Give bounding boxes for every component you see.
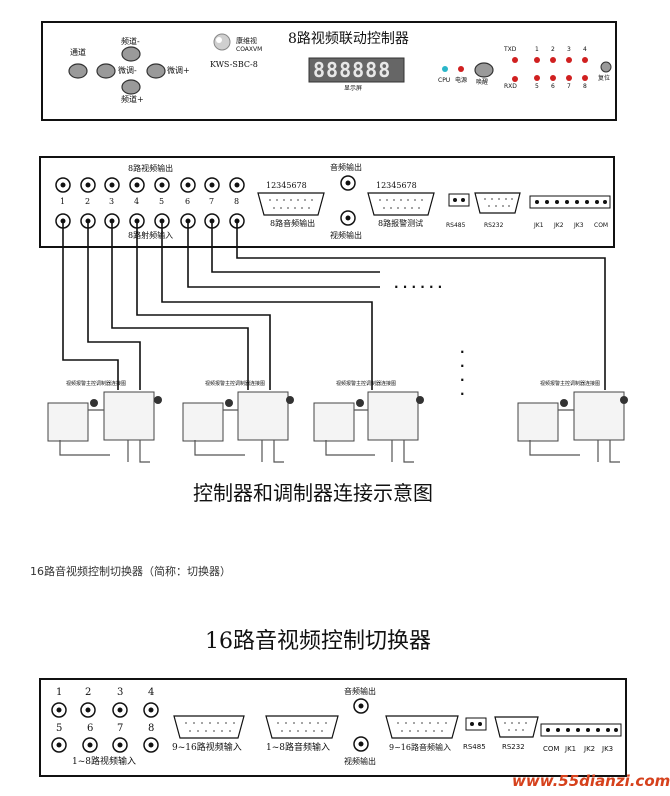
sw-jk-3: JK3 <box>602 745 614 753</box>
display-label: 显示屏 <box>344 85 363 92</box>
bnc-num-2: 2 <box>85 197 91 206</box>
led-num-7: 7 <box>567 83 571 90</box>
power-label: 电源 <box>455 77 468 84</box>
sw-num-3: 3 <box>117 687 124 698</box>
horizontal-ellipsis: · · · · · · <box>394 280 443 294</box>
switcher-drawing <box>39 678 627 777</box>
brand-cn: 康维视 <box>236 37 257 45</box>
watermark: www.55dianzi.com <box>512 772 670 790</box>
back-panel-8: 8路视频输出 8路射频输入 1 2 3 4 5 6 7 8 音频输出 视频输出 … <box>39 156 628 463</box>
section-text: 16路音视频控制切换器（简称：切换器） <box>30 565 231 578</box>
vertical-ellipsis: ···· <box>460 345 465 401</box>
db25-a-numbers: 12345678 <box>266 181 307 190</box>
sw-jk-com: COM <box>543 745 560 753</box>
sw-num-7: 7 <box>117 723 124 734</box>
sw-jk-2: JK2 <box>584 745 596 753</box>
front-panel-drawing <box>41 21 617 121</box>
channel-label: 通道 <box>70 48 86 57</box>
db25-b-label: 8路报警测试 <box>378 219 424 228</box>
switcher-title: 16路音视频控制切换器 <box>205 629 431 654</box>
jk-label-3: JK3 <box>574 222 584 229</box>
db25-a-label: 8路音频输出 <box>270 219 316 228</box>
video-out-single-label: 视频输出 <box>330 231 362 240</box>
modulator-units <box>47 391 628 463</box>
diagram-caption: 控制器和调制器连接示意图 <box>193 481 433 505</box>
bnc-num-7: 7 <box>209 197 215 206</box>
led-num-3: 3 <box>567 46 571 53</box>
led-num-6: 6 <box>551 83 555 90</box>
bnc-num-4: 4 <box>134 197 140 206</box>
cpu-label: CPU <box>438 77 451 84</box>
sw-db-b-label: 1~8路音频输入 <box>266 743 330 753</box>
sw-num-6: 6 <box>87 723 94 734</box>
segment-display: 888888 <box>313 58 392 82</box>
video-out-8-label: 8路视频输出 <box>128 164 174 173</box>
txd-label: TXD <box>504 46 517 53</box>
led-num-4: 4 <box>583 46 587 53</box>
fine-minus-label: 微调- <box>118 66 137 75</box>
rxd-label: RXD <box>504 83 517 90</box>
sw-num-1: 1 <box>56 687 63 698</box>
sw-db-c-label: 9~16路音频输入 <box>389 743 451 752</box>
led-num-2: 2 <box>551 46 555 53</box>
modulator-title-4: 视频报警主控调制器连接图 <box>540 381 601 387</box>
fine-plus-label: 微调+ <box>167 66 190 75</box>
sw-rs232-label: RS232 <box>502 743 525 751</box>
wake-label: 唤醒 <box>476 79 489 86</box>
up-label: 频道- <box>121 37 140 46</box>
front-panel: 通道 频道- 微调- 微调+ 频道+ 康维视 COAXVM KWS-SBC-8 … <box>0 0 649 130</box>
led-num-8: 8 <box>583 83 587 90</box>
sw-num-8: 8 <box>148 723 155 734</box>
sw-video-in-label: 1~8路视频输入 <box>72 757 136 767</box>
sw-rs485-label: RS485 <box>463 743 486 751</box>
sw-audio-out-label: 音频输出 <box>344 687 376 696</box>
down-label: 频道+ <box>121 95 144 104</box>
modulator-title-3: 视频报警主控调制器连接图 <box>336 381 397 387</box>
led-num-5: 5 <box>535 83 539 90</box>
bnc-num-5: 5 <box>159 197 165 206</box>
brand-en: COAXVM <box>236 46 263 53</box>
front-title: 8路视频联动控制器 <box>288 31 409 47</box>
rf-in-8-label: 8路射频输入 <box>128 231 174 240</box>
audio-out-label: 音频输出 <box>330 163 362 172</box>
jk-label-2: JK2 <box>554 222 564 229</box>
model-label: KWS-SBC-8 <box>210 60 258 69</box>
rs232-label: RS232 <box>484 222 504 229</box>
sw-jk-1: JK1 <box>565 745 577 753</box>
back-panel-drawing <box>39 156 628 463</box>
db25-b-numbers: 12345678 <box>376 181 417 190</box>
sw-num-2: 2 <box>85 687 92 698</box>
jk-label-1: JK1 <box>534 222 544 229</box>
sw-num-5: 5 <box>56 723 63 734</box>
reset-label: 复位 <box>598 75 611 82</box>
sw-num-4: 4 <box>148 687 155 698</box>
switcher-panel: 1 2 3 4 5 6 7 8 1~8路视频输入 9~16路视频输入 1~8路音… <box>39 678 627 777</box>
modulator-title-1: 视频报警主控调制器连接图 <box>66 381 127 387</box>
bnc-num-6: 6 <box>185 197 191 206</box>
bnc-num-1: 1 <box>60 197 66 206</box>
sw-db-a-label: 9~16路视频输入 <box>172 743 242 753</box>
led-num-1: 1 <box>535 46 539 53</box>
modulator-title-2: 视频报警主控调制器连接图 <box>205 381 266 387</box>
bnc-num-3: 3 <box>109 197 115 206</box>
sw-video-out-label: 视频输出 <box>344 757 376 766</box>
bnc-num-8: 8 <box>234 197 240 206</box>
rs485-label: RS485 <box>446 222 466 229</box>
jk-label-com: COM <box>594 222 609 229</box>
